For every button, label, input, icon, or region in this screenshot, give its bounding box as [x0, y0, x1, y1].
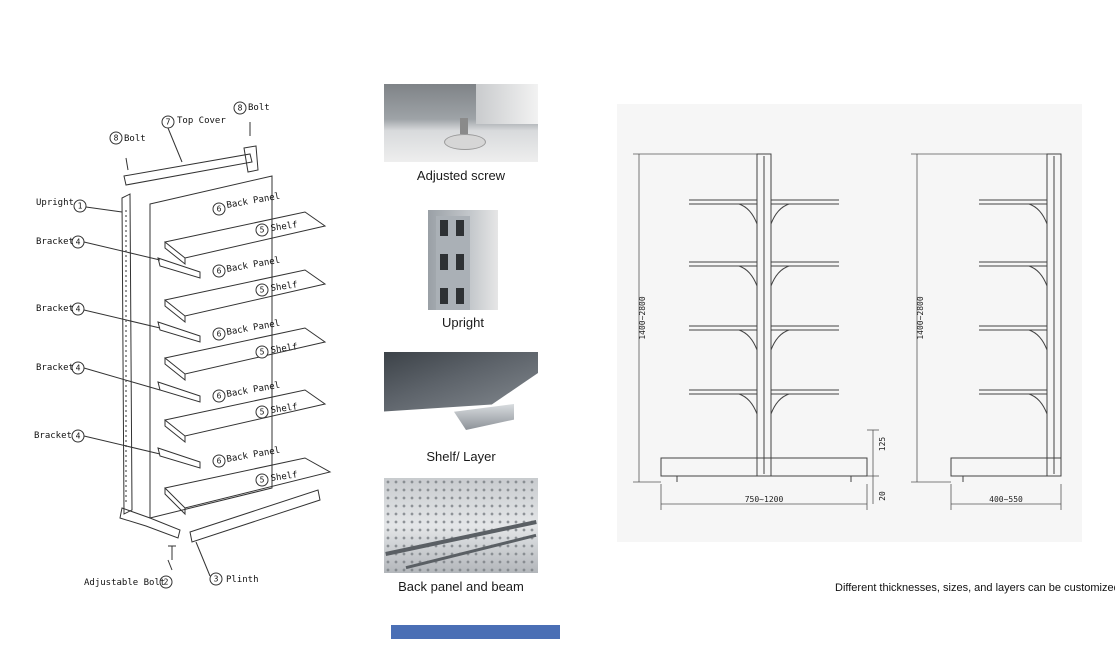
callout-number: 5 — [260, 476, 265, 485]
dim-base-height: 125 — [878, 437, 887, 452]
callout-number: 1 — [78, 202, 83, 211]
dim-width-single: 400~550 — [989, 495, 1023, 504]
dim-height-single: 1400~2800 — [916, 296, 925, 340]
part-label: Bolt — [248, 103, 270, 113]
double-shelves — [689, 199, 839, 415]
callout-number: 5 — [260, 408, 265, 417]
plinth-part — [189, 489, 321, 543]
part-label: Bracket — [36, 304, 74, 314]
callout-number: 6 — [217, 330, 222, 339]
dimension-drawing: 1400~2800 1400~2800 125 20 750~1200 400~… — [633, 153, 1062, 510]
part-label: Upright — [36, 198, 74, 208]
part-label: Shelf — [270, 470, 298, 484]
shelf-part — [163, 211, 332, 516]
accent-bar — [391, 625, 560, 639]
callout-number: 6 — [217, 205, 222, 214]
callout-number: 2 — [164, 578, 169, 587]
dim-foot-height: 20 — [878, 491, 887, 501]
part-label: Shelf — [270, 280, 298, 294]
callout-number: 4 — [76, 238, 81, 247]
callout-number: 5 — [260, 286, 265, 295]
callout-number: 4 — [76, 305, 81, 314]
back-panel-part — [149, 175, 273, 519]
callout-number: 4 — [76, 364, 81, 373]
bracket-part — [157, 257, 201, 469]
callout-number: 5 — [260, 226, 265, 235]
dim-height-double: 1400~2800 — [638, 296, 647, 340]
part-label: Shelf — [270, 342, 298, 356]
caption-adjusted-screw: Adjusted screw — [416, 168, 506, 183]
upright-part — [121, 193, 133, 515]
part-label: Bracket — [34, 431, 72, 441]
adjusted-screw-photo — [384, 84, 538, 162]
upright-photo — [428, 210, 498, 310]
callout-number: 3 — [214, 575, 219, 584]
dimension-drawing-panel — [617, 104, 1082, 542]
adjustable-bolt-part — [168, 545, 176, 560]
part-label: Back Panel — [226, 256, 281, 275]
callout-number: 6 — [217, 392, 222, 401]
dim-width-double: 750~1200 — [745, 495, 784, 504]
part-label: Top Cover — [177, 116, 226, 126]
part-label: Back Panel — [226, 446, 281, 465]
bolt-part — [125, 157, 129, 171]
callout-number: 6 — [217, 457, 222, 466]
part-label: Back Panel — [226, 192, 281, 211]
callout-number: 5 — [260, 348, 265, 357]
caption-shelf-layer: Shelf/ Layer — [426, 449, 496, 464]
part-label: Shelf — [270, 220, 298, 234]
part-label: Bracket — [36, 363, 74, 373]
part-label: Bracket — [36, 237, 74, 247]
single-shelves — [979, 199, 1048, 415]
callout-number: 7 — [166, 118, 171, 127]
part-label: Bolt — [124, 134, 146, 144]
top-cover-part — [123, 153, 253, 186]
caption-upright: Upright — [442, 315, 484, 330]
caption-back-panel-beam: Back panel and beam — [398, 579, 524, 594]
part-label: Plinth — [226, 575, 259, 585]
part-label: Adjustable Bolt — [84, 578, 165, 588]
back-panel-photo — [384, 478, 538, 573]
customization-note: Different thicknesses, sizes, and layers… — [835, 582, 1115, 594]
shelf-photo — [384, 352, 538, 444]
exploded-view-diagram: 8 7 8 1 6 5 4 6 5 4 6 5 4 6 5 4 6 5 2 3 … — [34, 101, 332, 589]
part-label: Shelf — [270, 402, 298, 416]
callout-number: 6 — [217, 267, 222, 276]
callout-number: 4 — [76, 432, 81, 441]
callout-number: 8 — [114, 134, 119, 143]
callout-number: 8 — [238, 104, 243, 113]
